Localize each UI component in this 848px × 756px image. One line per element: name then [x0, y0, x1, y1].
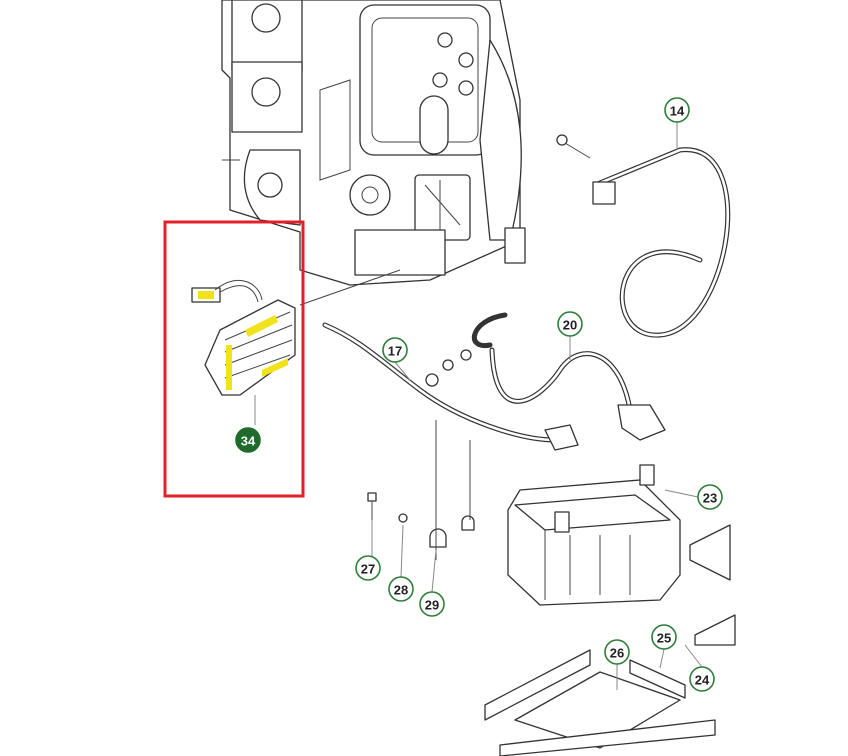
callout-label: 29 — [425, 598, 439, 613]
voltage-regulator — [191, 279, 296, 425]
callout-28[interactable]: 28 — [388, 576, 414, 602]
callout-label: 20 — [563, 318, 577, 333]
callout-label: 25 — [657, 631, 671, 646]
callout-20[interactable]: 20 — [557, 311, 583, 337]
callout-circle — [689, 666, 715, 692]
callout-circle — [697, 484, 723, 510]
callout-label: 17 — [388, 344, 402, 359]
callout-circle — [235, 427, 261, 453]
callout-label: 28 — [394, 583, 408, 598]
callout-circle — [382, 337, 408, 363]
callout-26[interactable]: 26 — [604, 639, 630, 665]
highlight-box — [163, 220, 305, 498]
callout-circle — [355, 555, 381, 581]
callout-label: 14 — [670, 104, 685, 119]
callout-17[interactable]: 17 — [382, 337, 408, 363]
battery — [507, 464, 681, 606]
callout-circle — [604, 639, 630, 665]
engine — [221, 0, 526, 286]
callout-circle — [388, 576, 414, 602]
callout-34[interactable]: 34 — [235, 427, 261, 453]
callout-24[interactable]: 24 — [689, 666, 715, 692]
callout-circle — [651, 624, 677, 650]
callout-label: 23 — [703, 491, 717, 506]
callout-label: 26 — [610, 646, 624, 661]
callout-23[interactable]: 23 — [697, 484, 723, 510]
callout-25[interactable]: 25 — [651, 624, 677, 650]
callout-circle — [419, 591, 445, 617]
callout-circle — [557, 311, 583, 337]
callout-29[interactable]: 29 — [419, 591, 445, 617]
callout-27[interactable]: 27 — [355, 555, 381, 581]
callout-label: 27 — [361, 562, 375, 577]
callout-label: 34 — [241, 434, 256, 449]
callout-14[interactable]: 14 — [664, 97, 690, 123]
callout-circle — [664, 97, 690, 123]
callout-label: 24 — [695, 673, 710, 688]
